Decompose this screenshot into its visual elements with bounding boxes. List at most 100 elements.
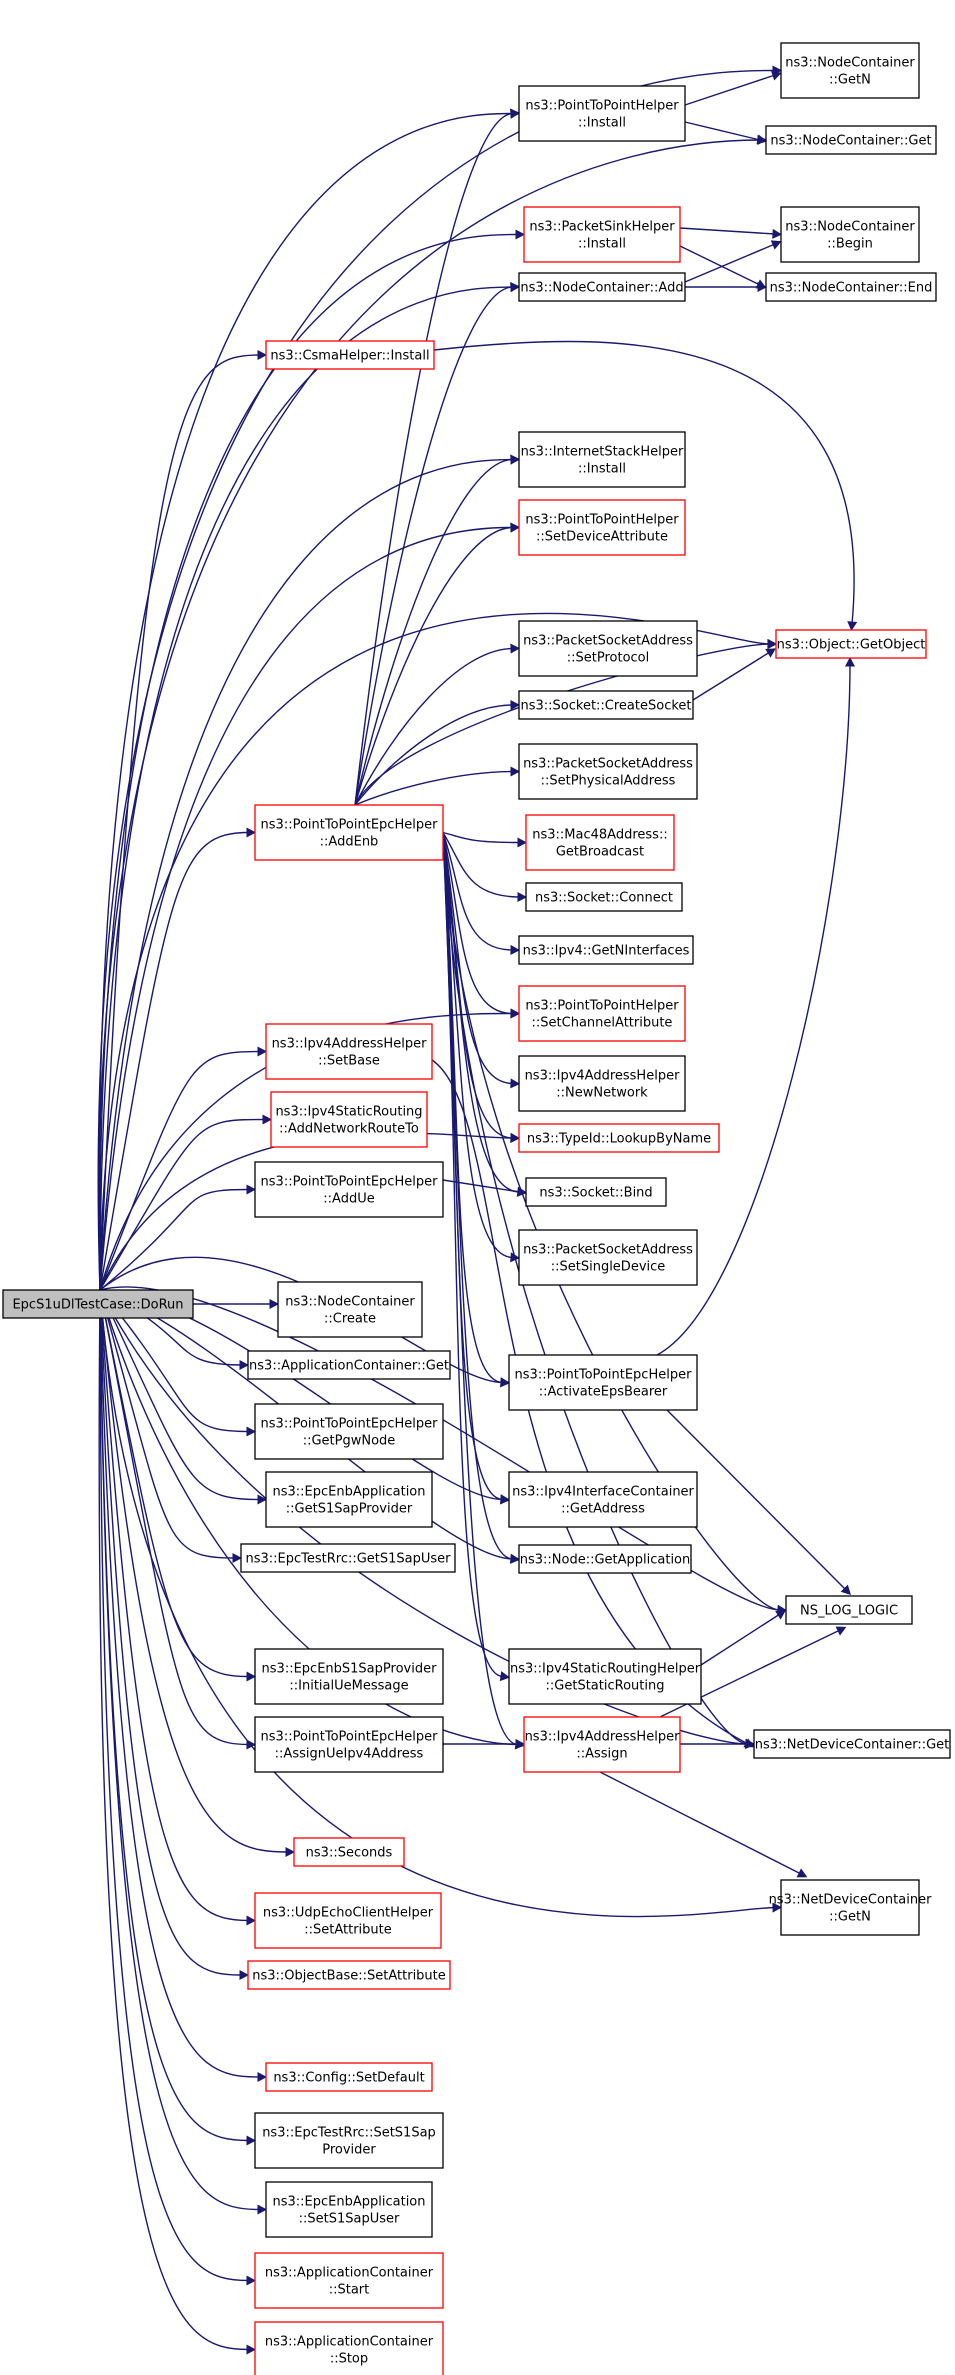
edge-arrowhead	[775, 1610, 786, 1620]
edge-arrowhead	[246, 1915, 257, 1926]
node-label: ns3::Mac48Address::	[532, 828, 667, 843]
node-ipv4-getni[interactable]: ns3::Ipv4::GetNInterfaces	[518, 935, 694, 965]
node-label: ns3::Node::GetApplication	[520, 1553, 691, 1568]
node-p2p-setchan[interactable]: ns3::PointToPointHelper::SetChannelAttri…	[518, 985, 686, 1042]
node-ns-log-logic[interactable]: NS_LOG_LOGIC	[785, 1595, 913, 1625]
node-ipv4ic-getaddr[interactable]: ns3::Ipv4InterfaceContainer::GetAddress	[508, 1471, 698, 1528]
node-epcenbapp-getsap[interactable]: ns3::EpcEnbApplication::GetS1SapProvider	[265, 1471, 433, 1528]
edge-p2pepc_addenb-to-ipv4_getni	[442, 832, 521, 955]
node-epcenbapp-setuser[interactable]: ns3::EpcEnbApplication::SetS1SapUser	[265, 2181, 433, 2238]
node-epcenbs1-initue[interactable]: ns3::EpcEnbS1SapProvider::InitialUeMessa…	[254, 1648, 444, 1705]
node-label: ns3::InternetStackHelper	[521, 445, 684, 460]
node-sock-create[interactable]: ns3::Socket::CreateSocket	[518, 690, 694, 720]
edge-arrowhead	[515, 1738, 526, 1750]
node-label: ::GetStaticRouting	[546, 1679, 665, 1694]
node-label: ns3::Object::GetObject	[777, 638, 926, 653]
edge-line	[99, 1289, 289, 1853]
node-ac-get[interactable]: ns3::ApplicationContainer::Get	[247, 1350, 451, 1380]
node-csma-install[interactable]: ns3::CsmaHelper::Install	[265, 340, 435, 370]
node-epctestrrc-getuser[interactable]: ns3::EpcTestRrc::GetS1SapUser	[240, 1543, 456, 1573]
edge-arrowhead	[767, 639, 778, 650]
edge-line	[99, 1289, 261, 2078]
edge-arrowhead	[500, 1377, 511, 1388]
node-psa-setproto[interactable]: ns3::PacketSocketAddress::SetProtocol	[518, 620, 698, 677]
node-p2p-setdev[interactable]: ns3::PointToPointHelper::SetDeviceAttrib…	[518, 499, 686, 556]
node-nc-create[interactable]: ns3::NodeContainer::Create	[277, 1281, 423, 1338]
node-typeid-lookup[interactable]: ns3::TypeId::LookupByName	[518, 1123, 720, 1153]
node-label: Provider	[322, 2143, 376, 2158]
edge-line	[99, 354, 261, 1291]
edge-p2pepc_addue-to-sock_bind	[442, 1179, 527, 1197]
node-psh-install[interactable]: ns3::PacketSinkHelper::Install	[523, 206, 681, 263]
node-label: ns3::ApplicationContainer	[265, 2266, 434, 2281]
node-mac48-bcast[interactable]: ns3::Mac48Address::GetBroadcast	[525, 814, 675, 871]
node-label: ns3::Ipv4StaticRouting	[275, 1105, 422, 1120]
node-ipv4ah-newnet[interactable]: ns3::Ipv4AddressHelper::NewNetwork	[518, 1055, 686, 1112]
edge-line	[99, 1289, 250, 1922]
node-sock-bind[interactable]: ns3::Socket::Bind	[525, 1177, 667, 1207]
edge-arrowhead	[765, 648, 777, 658]
edge-arrowhead	[796, 1868, 808, 1878]
edge-root-to-objbase_setattr	[99, 1289, 250, 1981]
node-ndc-get[interactable]: ns3::NetDeviceContainer::Get	[753, 1729, 951, 1759]
edge-p2p_install-to-nc_getn	[684, 71, 782, 106]
edge-line	[354, 526, 514, 806]
node-box	[518, 1055, 686, 1112]
edge-arrowhead	[510, 1078, 521, 1089]
edge-line	[99, 458, 514, 1291]
node-label: ns3::PointToPointEpcHelper	[261, 1417, 439, 1432]
node-box	[518, 272, 686, 302]
node-ac-start[interactable]: ns3::ApplicationContainer::Start	[254, 2252, 444, 2309]
node-nc-get[interactable]: ns3::NodeContainer::Get	[765, 125, 937, 155]
node-ish-install[interactable]: ns3::InternetStackHelper::Install	[518, 431, 686, 488]
node-obj-getobject[interactable]: ns3::Object::GetObject	[775, 629, 927, 659]
node-psa-setphys[interactable]: ns3::PacketSocketAddress::SetPhysicalAdd…	[518, 743, 698, 800]
node-psa-setsingle[interactable]: ns3::PacketSocketAddress::SetSingleDevic…	[518, 1229, 698, 1286]
node-ipv4ah-assign[interactable]: ns3::Ipv4AddressHelper::Assign	[523, 1716, 681, 1773]
edge-root-to-p2pepc_addue	[99, 1184, 257, 1291]
node-ipv4ah-setbase[interactable]: ns3::Ipv4AddressHelper::SetBase	[265, 1023, 433, 1080]
node-objbase-setattr[interactable]: ns3::ObjectBase::SetAttribute	[247, 1960, 451, 1990]
node-p2pepc-actbearer[interactable]: ns3::PointToPointEpcHelper::ActivateEpsB…	[508, 1354, 698, 1411]
node-p2p-install[interactable]: ns3::PointToPointHelper::Install	[518, 85, 686, 142]
edge-psh_install-to-nc_begin	[679, 227, 783, 239]
node-nc-getn[interactable]: ns3::NodeContainer::GetN	[780, 42, 920, 99]
edge-arrowhead	[499, 1494, 511, 1505]
edge-arrowhead	[257, 2071, 268, 2083]
node-label: ns3::Ipv4InterfaceContainer	[512, 1485, 694, 1500]
node-nc-add[interactable]: ns3::NodeContainer::Add	[518, 272, 686, 302]
node-sock-connect[interactable]: ns3::Socket::Connect	[525, 882, 683, 912]
edge-arrowhead	[246, 2135, 257, 2146]
node-p2pepc-addue[interactable]: ns3::PointToPointEpcHelper::AddUe	[254, 1161, 444, 1218]
node-nc-begin[interactable]: ns3::NodeContainer::Begin	[780, 206, 920, 263]
node-p2pepc-assign[interactable]: ns3::PointToPointEpcHelper::AssignUeIpv4…	[254, 1716, 444, 1773]
node-label: ns3::EpcTestRrc::GetS1SapUser	[245, 1552, 451, 1567]
node-p2pepc-getpgw[interactable]: ns3::PointToPointEpcHelper::GetPgwNode	[254, 1403, 444, 1460]
edge-nc_add-to-nc_end	[685, 281, 768, 293]
node-root[interactable]: EpcS1uDlTestCase::DoRun	[2, 1289, 194, 1319]
edge-arrowhead	[239, 1969, 250, 1981]
node-box	[293, 1837, 405, 1867]
node-ac-stop[interactable]: ns3::ApplicationContainer::Stop	[254, 2321, 444, 2375]
node-ndc-getn[interactable]: ns3::NetDeviceContainer::GetN	[769, 1879, 933, 1936]
node-config-setdefault[interactable]: ns3::Config::SetDefault	[265, 2062, 433, 2092]
node-node-getapp[interactable]: ns3::Node::GetApplication	[518, 1544, 692, 1574]
node-ipv4sr-addnet[interactable]: ns3::Ipv4StaticRouting::AddNetworkRouteT…	[270, 1091, 428, 1148]
node-label: ns3::ApplicationContainer	[265, 2335, 434, 2350]
node-seconds[interactable]: ns3::Seconds	[293, 1837, 405, 1867]
node-label: ns3::PointToPointEpcHelper	[261, 818, 439, 833]
edge-arrowhead	[246, 827, 257, 838]
edge-root-to-epcenbs1_initue	[99, 1289, 257, 1682]
node-udpecho-setattr[interactable]: ns3::UdpEchoClientHelper::SetAttribute	[254, 1892, 442, 1949]
node-label: EpcS1uDlTestCase::DoRun	[12, 1298, 183, 1313]
edge-arrowhead	[510, 766, 521, 777]
call-graph-edges	[97, 65, 858, 2355]
node-ipv4srh-getsr[interactable]: ns3::Ipv4StaticRoutingHelper::GetStaticR…	[508, 1648, 702, 1705]
edge-line	[99, 1289, 749, 1745]
node-label: ::AssignUeIpv4Address	[275, 1747, 424, 1762]
node-p2pepc-addenb[interactable]: ns3::PointToPointEpcHelper::AddEnb	[254, 804, 444, 861]
node-nc-end[interactable]: ns3::NodeContainer::End	[765, 272, 937, 302]
node-label: ns3::Socket::Connect	[535, 891, 673, 906]
edge-line	[354, 704, 514, 806]
